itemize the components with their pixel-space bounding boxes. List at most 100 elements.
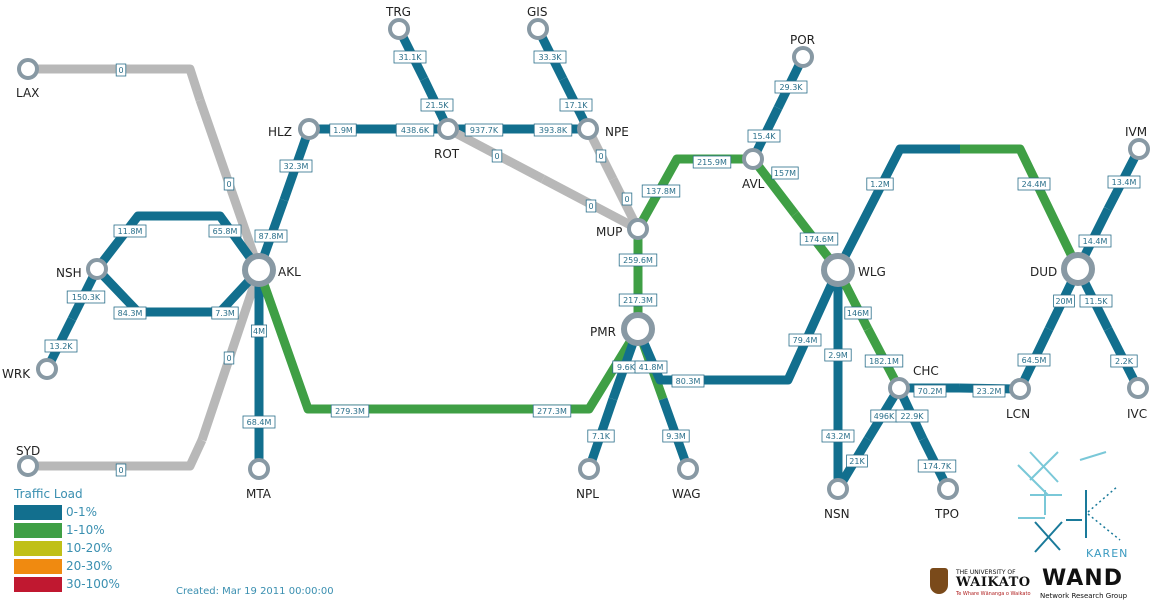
link-label-box xyxy=(662,429,690,443)
node-syd[interactable] xyxy=(17,455,39,477)
link-label-npl-pmr: 7.1K xyxy=(592,432,611,441)
node-rot[interactable] xyxy=(437,118,459,140)
link-pmr-wlg[interactable] xyxy=(633,327,748,385)
node-label-ivm: IVM xyxy=(1125,125,1147,139)
link-label-box xyxy=(618,253,658,267)
link-nsh-akl-top-b[interactable] xyxy=(178,211,263,273)
link-label-wlg-avl: 174.6M xyxy=(804,235,834,244)
link-nsh-akl-top-a[interactable] xyxy=(93,211,178,272)
node-label-hlz: HLZ xyxy=(268,125,292,139)
link-label-gis-npe: 33.3K xyxy=(538,53,562,62)
node-npl[interactable] xyxy=(578,458,600,480)
node-por[interactable] xyxy=(792,46,814,68)
node-nsn[interactable] xyxy=(827,478,849,500)
link-dud-wlg[interactable] xyxy=(960,144,1083,271)
legend-swatch xyxy=(14,522,62,538)
node-label-wag: WAG xyxy=(672,487,701,501)
node-npe[interactable] xyxy=(577,118,599,140)
link-label-mup-rot: 0 xyxy=(588,202,593,211)
link-label-wlg-pmr: 79.4M xyxy=(793,336,818,345)
link-label-hlz-rot-a: 1.9M xyxy=(333,126,353,135)
waikato-logo-text: WAIKATO xyxy=(956,575,1031,590)
node-wrk[interactable] xyxy=(36,358,58,380)
node-ivm[interactable] xyxy=(1128,138,1150,160)
node-wlg[interactable] xyxy=(821,253,855,287)
node-label-pmr: PMR xyxy=(590,325,616,339)
link-label-rot-mup: 0 xyxy=(494,152,499,161)
link-label-box xyxy=(844,306,872,320)
link-pmr-akl[interactable] xyxy=(448,326,642,414)
karen-logo: KAREN xyxy=(1017,451,1127,560)
link-wlg-dud[interactable] xyxy=(833,144,960,273)
node-mta[interactable] xyxy=(248,458,270,480)
node-label-npe: NPE xyxy=(605,125,629,139)
node-akl[interactable] xyxy=(242,253,276,287)
node-label-akl: AKL xyxy=(278,265,301,279)
link-label-tpo-chc: 174.7K xyxy=(923,462,952,471)
node-dud[interactable] xyxy=(1061,252,1095,286)
link-lax[interactable] xyxy=(28,64,205,102)
node-label-lax: LAX xyxy=(16,86,39,100)
link-label-npe-gis: 17.1K xyxy=(564,101,588,110)
link-label-ivm-dud: 13.4M xyxy=(1112,178,1137,187)
node-tpo[interactable] xyxy=(937,478,959,500)
link-label-mup-npe: 0 xyxy=(624,195,629,204)
node-label-gis: GIS xyxy=(527,5,547,19)
link-label-dud-lcn: 20M xyxy=(1055,297,1072,306)
node-trg[interactable] xyxy=(388,18,410,40)
link-label-box xyxy=(44,339,78,353)
link-label-box xyxy=(641,184,681,198)
link-label-box xyxy=(393,50,427,64)
link-label-box xyxy=(895,409,929,423)
link-label-wlg-nsn: 2.9M xyxy=(828,351,848,360)
link-label-chc-wlg: 182.1M xyxy=(869,357,899,366)
node-chc[interactable] xyxy=(888,377,910,399)
link-label-box xyxy=(692,155,732,169)
node-pmr[interactable] xyxy=(621,312,655,346)
node-nsh[interactable] xyxy=(86,258,108,280)
legend-label: 10-20% xyxy=(66,541,113,555)
link-label-pmr-wlg: 80.3M xyxy=(676,377,701,386)
link-wlg-pmr[interactable] xyxy=(748,268,843,385)
link-label-nsn-chc: 21K xyxy=(849,457,865,466)
node-gis[interactable] xyxy=(527,18,549,40)
link-label-avl-mup: 215.9M xyxy=(697,158,727,167)
legend-label: 1-10% xyxy=(66,523,105,537)
node-lcn[interactable] xyxy=(1009,378,1031,400)
node-ivc[interactable] xyxy=(1127,377,1149,399)
link-label-lax: 0 xyxy=(118,66,123,75)
link-label-dud-ivm: 14.4M xyxy=(1083,237,1108,246)
node-label-mup: MUP xyxy=(596,225,622,239)
node-hlz[interactable] xyxy=(298,118,320,140)
node-lax[interactable] xyxy=(17,58,39,80)
link-nsh-akl-bot-a[interactable] xyxy=(93,265,178,317)
link-label-box xyxy=(1107,175,1141,189)
node-avl[interactable] xyxy=(742,148,764,170)
link-label-avl-por: 15.4K xyxy=(752,132,776,141)
link-label-chc-nsn: 496K xyxy=(874,412,895,421)
legend-swatch xyxy=(14,540,62,556)
link-mup-avl[interactable] xyxy=(634,154,695,232)
link-label-avl-wlg: 157M xyxy=(774,169,796,178)
link-label-box xyxy=(223,351,235,365)
link-label-box xyxy=(634,360,668,374)
link-label-box xyxy=(420,98,454,112)
link-label-box xyxy=(491,149,503,163)
node-mup[interactable] xyxy=(627,218,649,240)
node-wag[interactable] xyxy=(677,458,699,480)
link-akl-pmr[interactable] xyxy=(254,268,448,414)
legend-label: 20-30% xyxy=(66,559,113,573)
legend-label: 0-1% xyxy=(66,505,98,519)
legend-item: 20-30% xyxy=(14,557,120,575)
link-label-box xyxy=(788,333,822,347)
link-label-box xyxy=(330,404,370,418)
legend-swatch xyxy=(14,558,62,574)
link-label-lcn-dud: 64.5M xyxy=(1022,356,1047,365)
link-syd[interactable] xyxy=(28,438,207,471)
link-label-box xyxy=(1053,294,1075,308)
link-avl-wlg[interactable] xyxy=(749,156,799,217)
link-label-lax-akl: 0 xyxy=(226,180,231,189)
link-label-akl-pmr: 279.3M xyxy=(335,407,365,416)
